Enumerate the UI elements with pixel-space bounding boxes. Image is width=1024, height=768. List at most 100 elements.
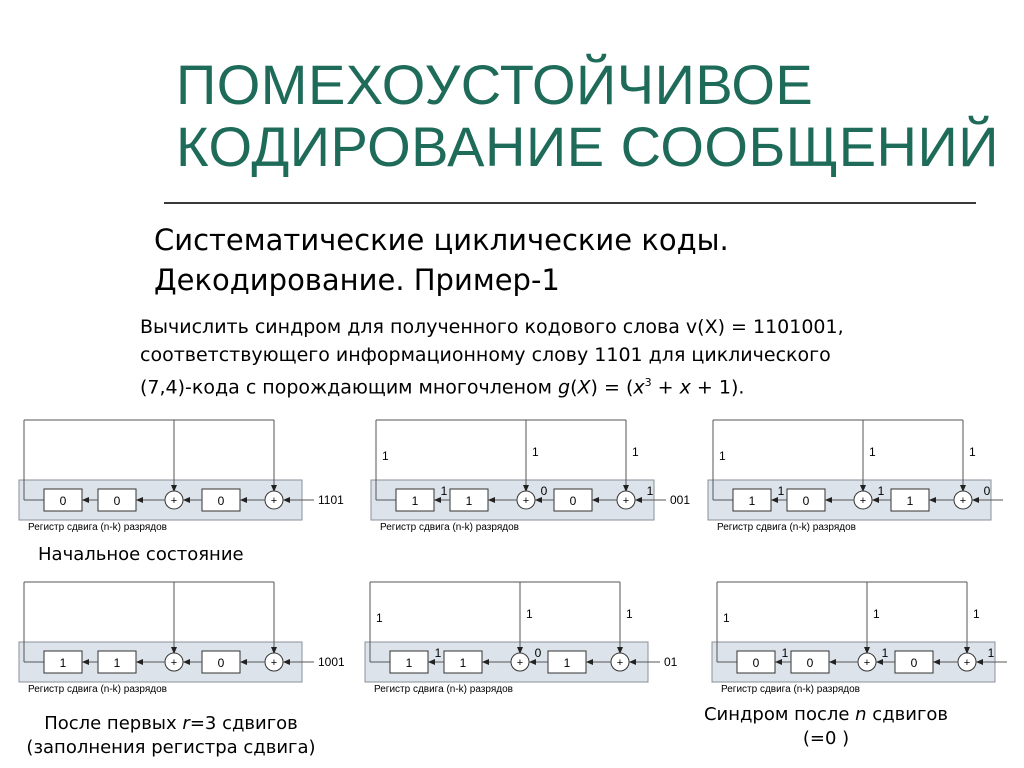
arrow-icon <box>960 485 966 492</box>
arrow-icon <box>82 659 89 665</box>
arrow-icon <box>283 497 290 503</box>
arrow-icon <box>523 485 529 492</box>
register-cell-value: 0 <box>807 656 814 670</box>
input-sequence: 1001 <box>318 655 344 669</box>
adder-output-label: 1 <box>441 484 448 498</box>
xor-adder-symbol: + <box>271 657 277 669</box>
task-poly-g: g <box>558 376 571 399</box>
adder-output-label: 1 <box>435 646 442 660</box>
arrow-icon <box>183 497 190 503</box>
arrow-icon <box>623 485 629 492</box>
task-exponent: 3 <box>644 376 652 389</box>
xor-adder-symbol: + <box>864 657 870 669</box>
xor-adder-symbol: + <box>171 657 177 669</box>
register-cell-value: 0 <box>911 656 918 670</box>
xor-adder-symbol: + <box>271 495 277 507</box>
adder-output-label: 0 <box>535 646 542 660</box>
feedback-bit-label: 1 <box>723 611 730 625</box>
adder-output-label: 0 <box>541 484 548 498</box>
arrow-icon <box>240 659 247 665</box>
caption-after-r-line-2: (заполнения регистра сдвига) <box>26 737 316 758</box>
input-arrow-label: 1 <box>647 484 654 498</box>
register-cell-value: 1 <box>60 656 67 670</box>
slide-subtitle-line-1: Систематические циклические коды. <box>154 223 729 257</box>
xor-adder-symbol: + <box>964 657 970 669</box>
task-paren-open: ( <box>570 376 578 399</box>
arrow-icon <box>825 497 832 503</box>
task-line-1: Вычислить синдром для полученного кодово… <box>140 316 844 338</box>
task-poly-X: X <box>577 376 591 399</box>
slide-title-line-1: ПОМЕХОУСТОЙЧИВОЕ <box>176 53 814 116</box>
arrow-icon <box>876 659 883 665</box>
arrow-icon <box>535 497 542 503</box>
slide-subtitle-line-2: Декодирование. Пример-1 <box>154 263 560 297</box>
arrow-icon <box>635 497 642 503</box>
register-cell-value: 1 <box>749 494 756 508</box>
xor-adder-symbol: + <box>517 657 523 669</box>
caption-syndrome-line-2: (=0 ) <box>802 728 850 749</box>
caption-syndrome: Синдром после n сдвигов (=0 ) <box>676 703 976 751</box>
caption-initial-state: Начальное состояние <box>38 544 244 565</box>
arrow-icon <box>929 497 936 503</box>
register-label: Регистр сдвига (n-k) разрядов <box>721 684 860 695</box>
register-cell-value: 1 <box>466 494 473 508</box>
arrow-icon <box>771 497 778 503</box>
adder-output-label: 1 <box>882 646 889 660</box>
slide-subtitle: Систематические циклические коды. Декоди… <box>154 220 1014 300</box>
caption-syndrome-line-1: Синдром после n сдвигов <box>676 703 976 727</box>
xor-adder-symbol: + <box>960 495 966 507</box>
adder-output-label: 1 <box>782 646 789 660</box>
arrow-icon <box>517 647 523 654</box>
feedback-bit-label: 1 <box>376 611 383 625</box>
register-cell-value: 0 <box>114 494 121 508</box>
register-cell-value: 1 <box>406 656 413 670</box>
xor-adder-symbol: + <box>523 495 529 507</box>
feedback-bit-label: 1 <box>873 607 880 621</box>
arrow-icon <box>183 659 190 665</box>
caption-after-r-line-1: После первых r=3 сдвигов <box>6 712 336 736</box>
caption-after-r-var: r <box>182 713 190 734</box>
arrow-icon <box>136 659 143 665</box>
arrow-icon <box>586 659 593 665</box>
register-cell-value: 0 <box>753 656 760 670</box>
arrow-icon <box>629 659 636 665</box>
task-poly-x: x <box>679 376 691 399</box>
arrow-icon <box>775 659 782 665</box>
arrow-icon <box>864 647 870 654</box>
register-label: Регистр сдвига (n-k) разрядов <box>28 522 167 533</box>
caption-syndrome-var: n <box>855 704 867 725</box>
register-cell-value: 0 <box>60 494 67 508</box>
feedback-bit-label: 1 <box>532 445 539 459</box>
caption-syndrome-count: сдвигов <box>866 704 949 725</box>
feedback-bit-label: 1 <box>382 449 389 463</box>
register-label: Регистр сдвига (n-k) разрядов <box>28 684 167 695</box>
feedback-bit-label: 1 <box>973 607 980 621</box>
arrow-icon <box>271 647 277 654</box>
feedback-bit-label: 1 <box>869 445 876 459</box>
register-cell-value: 1 <box>564 656 571 670</box>
feedback-bit-label: 1 <box>969 445 976 459</box>
arrow-icon <box>488 497 495 503</box>
arrow-icon <box>972 497 979 503</box>
slide-title-line-2: КОДИРОВАНИЕ СООБЩЕНИЙ <box>176 115 999 178</box>
register-label: Регистр сдвига (n-k) разрядов <box>380 522 519 533</box>
xor-adder-symbol: + <box>623 495 629 507</box>
caption-after-r-text: После первых <box>44 713 183 734</box>
adder-output-label: 1 <box>778 484 785 498</box>
input-sequence: 001 <box>670 493 690 507</box>
arrow-icon <box>171 647 177 654</box>
task-equals: ) = ( <box>590 376 634 399</box>
arrow-icon <box>283 659 290 665</box>
arrow-icon <box>592 497 599 503</box>
arrow-icon <box>860 485 866 492</box>
register-label: Регистр сдвига (n-k) разрядов <box>374 684 513 695</box>
register-cell-value: 1 <box>907 494 914 508</box>
arrow-icon <box>428 659 435 665</box>
feedback-bit-label: 1 <box>719 449 726 463</box>
title-divider <box>164 202 976 204</box>
